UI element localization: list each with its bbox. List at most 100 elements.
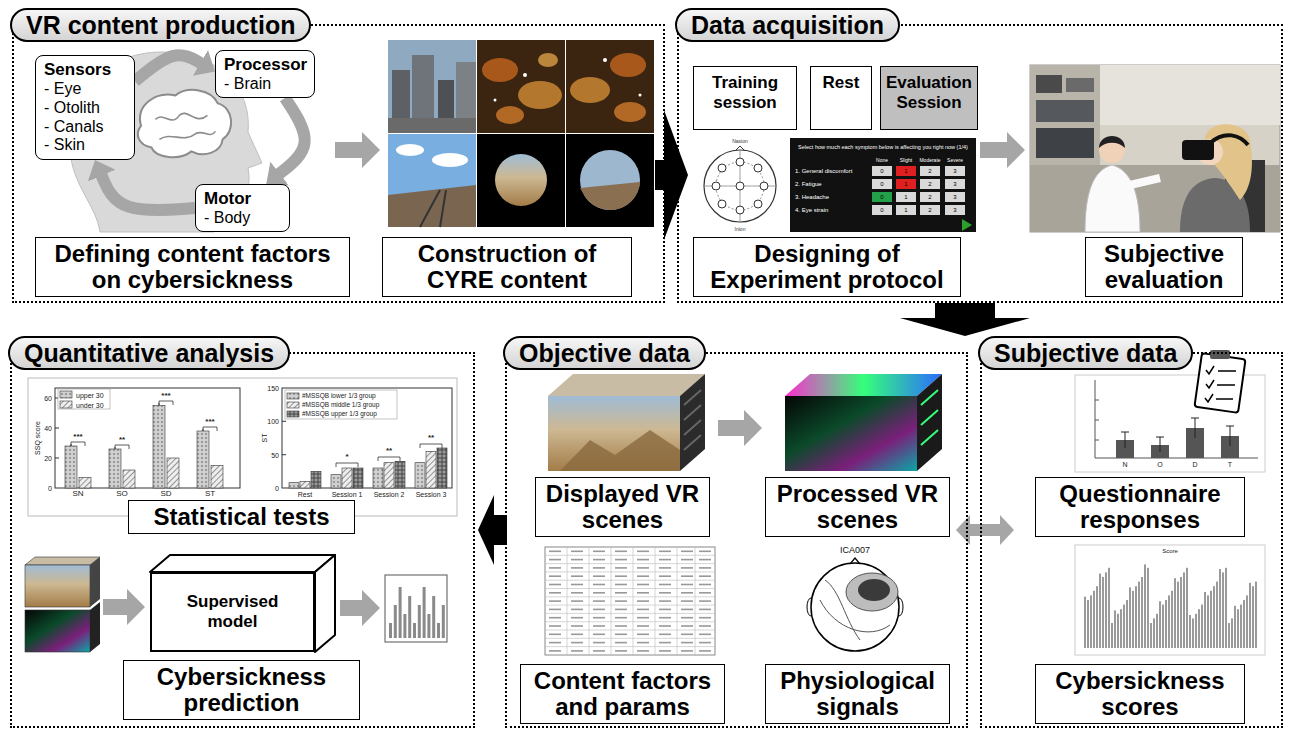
vr-scene-cubes	[684, 390, 701, 450]
box-label: Evaluation Session	[885, 73, 973, 112]
table-rule	[545, 605, 715, 606]
step-caption: Subjective evaluation	[1085, 237, 1243, 297]
table-rule	[545, 630, 715, 631]
table-entry	[571, 592, 583, 594]
table-entry	[681, 634, 693, 636]
table-entry	[659, 634, 671, 636]
eeg-topoplot	[807, 558, 903, 651]
table-entry	[593, 575, 605, 577]
rating-cell-box	[872, 205, 892, 215]
rating-cell: 1	[904, 168, 907, 174]
vr-scene-cubes	[548, 374, 705, 396]
prediction-bar	[403, 614, 406, 638]
rating-cell: 1	[904, 181, 907, 187]
table-entry	[637, 559, 649, 561]
table-entry	[593, 559, 605, 561]
statistics-chart	[153, 406, 165, 489]
table-entry	[593, 600, 605, 602]
subjective-chart	[1095, 400, 1099, 440]
score-bar	[1087, 600, 1089, 648]
box-label: Processor	[224, 55, 306, 75]
table-rule	[545, 580, 715, 581]
processor-box: Processor- Brain	[215, 50, 315, 98]
table-entry	[571, 634, 583, 636]
statistics-chart	[282, 421, 286, 454]
rating-cell: 3	[953, 207, 956, 213]
flow-arrow	[478, 495, 507, 565]
significance-mark: ***	[73, 433, 82, 441]
box-detail: - Brain	[224, 75, 306, 94]
score-bar	[1243, 600, 1245, 648]
table-rule	[589, 547, 590, 655]
tick-label: 20	[44, 455, 52, 462]
prediction-bar	[408, 596, 411, 638]
table-entry	[681, 592, 693, 594]
vr-screenshot-grid	[396, 144, 424, 156]
score-bar	[1159, 601, 1161, 648]
table-entry	[699, 592, 711, 594]
score-bar	[1165, 600, 1167, 648]
symptom-name: 4. Eye strain	[795, 207, 828, 213]
table-entry	[659, 600, 671, 602]
table-entry	[659, 642, 671, 644]
table-entry	[593, 609, 605, 611]
statistics-chart	[300, 481, 310, 488]
table-entry	[681, 551, 693, 553]
table-rule	[677, 547, 678, 655]
score-bar	[1192, 618, 1194, 648]
score-bar	[1225, 568, 1227, 648]
score-bar	[1099, 574, 1101, 648]
rating-cell: 0	[880, 207, 883, 213]
vr-screenshot-grid	[566, 40, 654, 133]
statistics-chart	[426, 451, 436, 488]
statistics-chart	[28, 378, 457, 516]
table-entry	[637, 592, 649, 594]
rating-cell: 2	[928, 194, 931, 200]
significance-mark: ***	[161, 392, 170, 400]
vr-screenshot-grid	[496, 106, 524, 124]
score-chart	[1075, 545, 1265, 655]
table-rule	[633, 547, 634, 655]
landmark-label: Nasion	[732, 139, 748, 144]
statistics-chart	[331, 475, 341, 488]
statistics-chart	[287, 393, 299, 399]
lab-photo	[1036, 75, 1062, 93]
score-bar	[1126, 600, 1128, 648]
category-label: D	[1192, 461, 1197, 468]
box-detail: - Otolith	[44, 99, 126, 118]
rating-cell-box	[896, 179, 916, 189]
table-entry	[571, 617, 583, 619]
flow-arrow	[900, 303, 1030, 336]
vr-scene-cubes	[785, 374, 942, 396]
prediction-bar	[423, 587, 426, 638]
chart-title: Score	[1162, 548, 1178, 554]
score-bar	[1189, 615, 1191, 648]
significance-mark: **	[386, 447, 392, 455]
table-entry	[637, 575, 649, 577]
column-header: Slight	[900, 158, 913, 163]
table-entry	[615, 642, 627, 644]
step-arrow	[103, 589, 145, 625]
rating-cell-box	[872, 166, 892, 176]
motor-box: Motor- Body	[195, 184, 290, 232]
rating-cell-box	[945, 179, 965, 189]
box-label: Rest	[815, 73, 867, 93]
score-bar	[1234, 606, 1236, 648]
rating-cell-box	[920, 192, 940, 202]
table-entry	[549, 642, 561, 644]
score-bar	[1186, 568, 1188, 648]
table-entry	[699, 600, 711, 602]
prediction-bar	[432, 596, 435, 638]
stage-panel: Subjective dataQuestionnaire responsesCy…	[980, 352, 1283, 728]
vr-screenshot-grid	[388, 118, 476, 133]
panel-heading: Data acquisition	[675, 8, 900, 42]
table-rule	[545, 571, 715, 572]
vr-screenshot-grid	[388, 40, 476, 133]
legend-text: #MSSQB middle 1/3 group	[302, 402, 379, 409]
legend-text: #MSSQB lower 1/3 group	[302, 393, 376, 400]
table-entry	[593, 592, 605, 594]
table-entry	[571, 551, 583, 553]
score-bar	[1249, 583, 1251, 648]
step-caption: Processed VR scenes	[765, 477, 950, 537]
tick-label: 100	[267, 418, 279, 425]
